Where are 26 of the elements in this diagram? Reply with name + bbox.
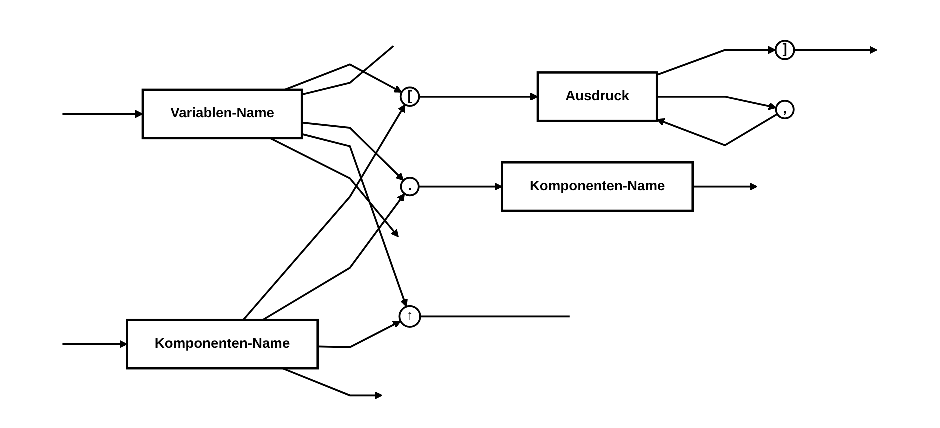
arrow (302, 122, 404, 181)
arrow (419, 92, 538, 101)
arrow (270, 138, 399, 238)
arrow (656, 114, 778, 147)
arrow (262, 194, 406, 321)
arrow (302, 133, 408, 308)
arrow (284, 64, 402, 93)
terminal-symbol-circle: , (775, 100, 795, 120)
terminal-symbol-circle: . (400, 177, 420, 197)
arrow (794, 46, 878, 54)
arrow (242, 104, 406, 321)
arrow (418, 182, 503, 191)
terminal-symbol-circle: ↑ (398, 305, 422, 328)
arrow (62, 110, 144, 118)
nonterminal-box: Ausdruck (536, 72, 658, 122)
arrow (282, 368, 383, 400)
arrow (62, 340, 128, 348)
nonterminal-box: Komponenten-Name (501, 161, 694, 212)
nonterminal-box: Komponenten-Name (126, 319, 319, 370)
terminal-symbol-circle: ] (774, 40, 796, 60)
arrow (656, 46, 776, 76)
arrow (657, 96, 777, 110)
arrow (692, 182, 758, 191)
arrow (318, 321, 402, 348)
terminal-symbol-circle: [ (400, 86, 420, 108)
nonterminal-box: Variablen-Name (142, 88, 304, 140)
